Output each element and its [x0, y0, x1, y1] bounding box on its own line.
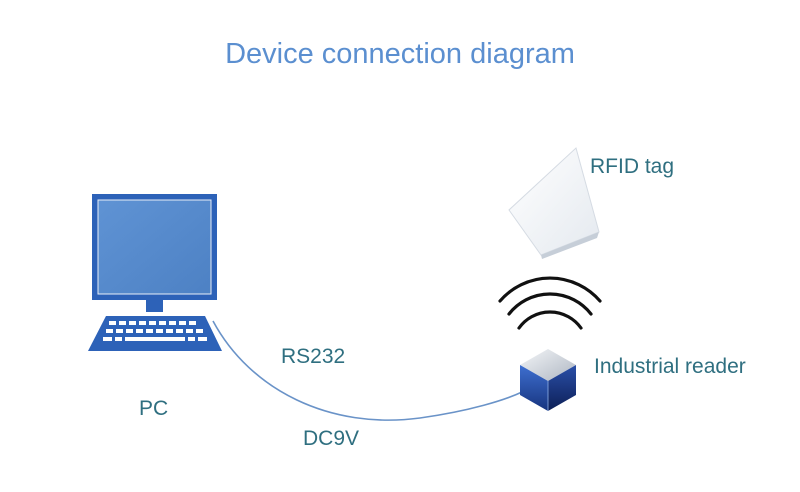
reader-cube-icon — [520, 349, 576, 411]
pc-icon — [88, 194, 222, 351]
pc-label: PC — [139, 397, 169, 420]
cable-line — [212, 320, 523, 421]
reader-label: Industrial reader — [594, 355, 746, 378]
rs232-label: RS232 — [281, 345, 346, 368]
dc9v-label: DC9V — [303, 427, 360, 450]
diagram-title: Device connection diagram — [225, 38, 575, 70]
rfid-tag-icon — [508, 147, 600, 259]
wireless-signal-icon — [498, 276, 602, 330]
rfid-tag-label: RFID tag — [590, 155, 675, 178]
